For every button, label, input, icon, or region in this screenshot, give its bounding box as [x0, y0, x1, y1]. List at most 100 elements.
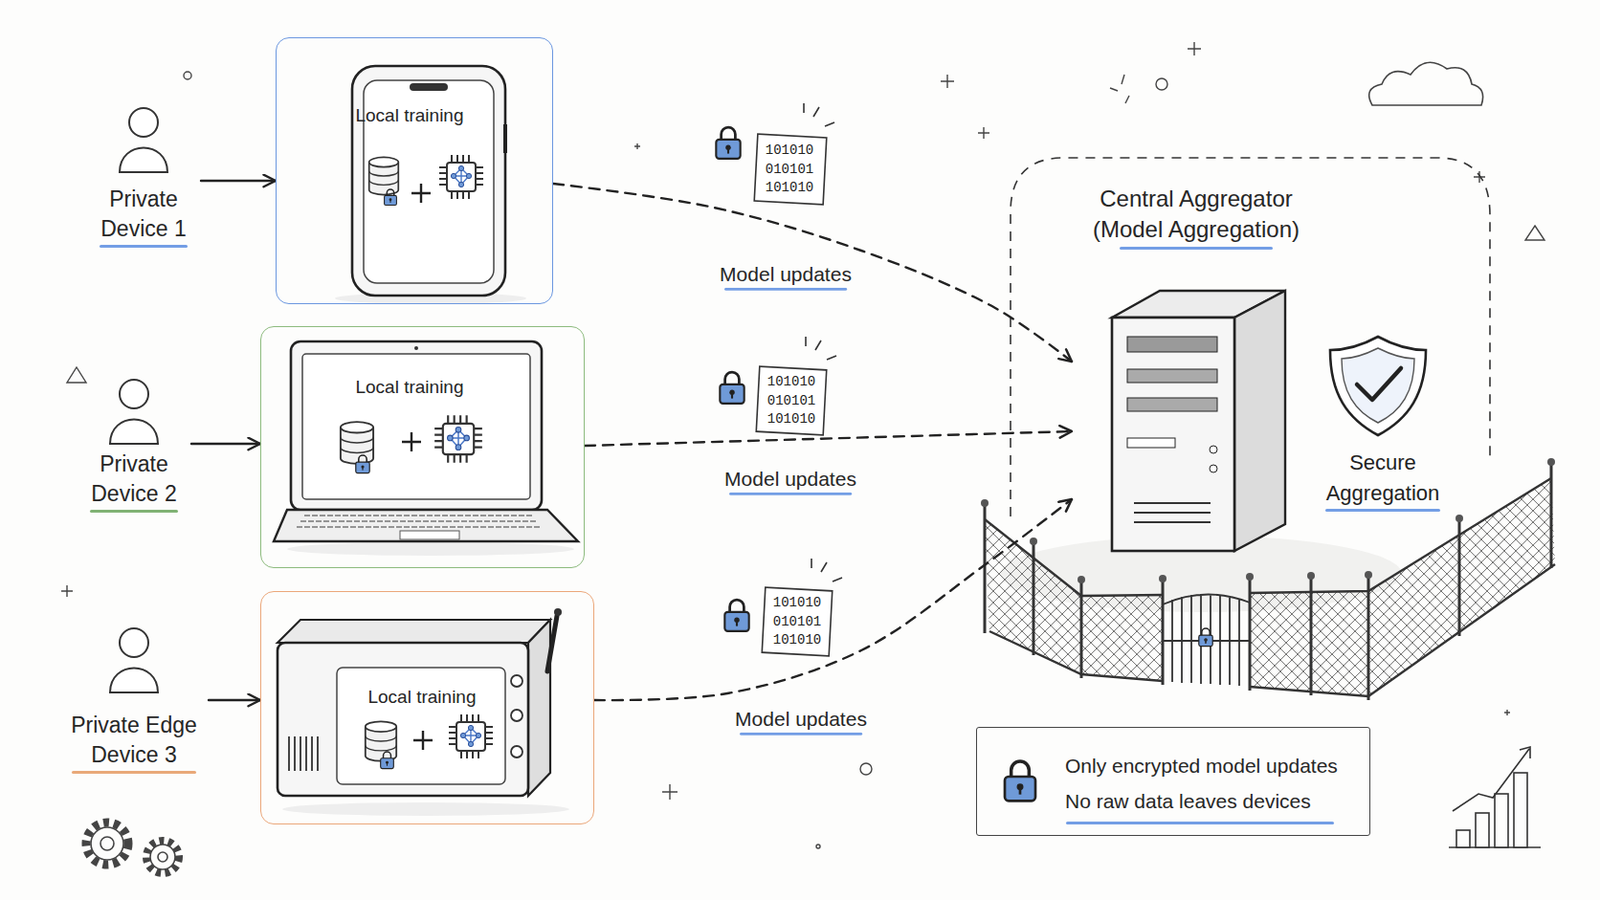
- lock-icon: [355, 455, 370, 474]
- secure-aggregation-label: Secure Aggregation: [1311, 447, 1455, 510]
- underline: [1119, 246, 1273, 250]
- fence-net: [1249, 591, 1369, 697]
- node-text: Private Edge Device 3: [62, 711, 206, 771]
- shadow: [282, 802, 570, 817]
- dashed-arrow: [584, 431, 1072, 446]
- fence-rail: [984, 478, 1552, 597]
- server-front: [1111, 317, 1235, 552]
- connectors: [191, 180, 1072, 701]
- dashed-arrow: [553, 183, 1072, 362]
- check-mark: [1356, 368, 1401, 400]
- spark-lines: [811, 558, 843, 582]
- note-lock: [1004, 761, 1036, 801]
- post-cap: [1455, 514, 1464, 523]
- drive-slot: [1127, 336, 1218, 353]
- gear: [146, 841, 179, 874]
- node-text: Local training: [345, 685, 499, 711]
- trend-arrow: [1452, 747, 1531, 812]
- gear: [90, 827, 124, 861]
- dot: [1155, 78, 1168, 90]
- phone-button: [503, 124, 508, 154]
- chip-icon: [434, 415, 483, 464]
- device-front: [277, 643, 529, 797]
- label-wrap: 101010 010101 101010: [761, 141, 818, 199]
- lock-icon: [380, 752, 395, 770]
- edge-label-wrap: Model updates: [715, 261, 856, 289]
- decorations: [61, 42, 1545, 849]
- database-icon: [365, 721, 397, 761]
- dashed-arrow: [594, 499, 1072, 701]
- edge-label: Model updates: [720, 466, 861, 493]
- edge-label: Model updates: [731, 706, 871, 734]
- vent: [288, 736, 318, 772]
- edge-label: Model updates: [715, 261, 856, 289]
- edge-device: [277, 608, 570, 817]
- post-cap: [1245, 573, 1254, 581]
- plus-sign: [413, 731, 433, 751]
- laptop-base: [273, 510, 578, 542]
- edge-label-wrap: Model updates: [731, 706, 871, 734]
- lock-icon: [384, 189, 398, 206]
- dot: [816, 844, 821, 849]
- person-node: Private Edge Device 3: [59, 622, 209, 781]
- server-vent: [1133, 503, 1211, 523]
- gears: [86, 822, 179, 874]
- underline: [89, 510, 178, 513]
- cloud: [1369, 62, 1484, 106]
- underline: [1066, 822, 1334, 825]
- post-cap: [1364, 571, 1373, 579]
- person-head: [119, 379, 149, 409]
- device-box: Local training: [260, 326, 585, 569]
- shield: [1341, 348, 1415, 423]
- arrow: [208, 699, 261, 702]
- server-led: [1209, 465, 1218, 473]
- note-box: Only encrypted model updates No raw data…: [976, 727, 1371, 837]
- gear: [157, 852, 168, 863]
- device-box: Local training: [260, 591, 595, 825]
- data-sheet: [761, 587, 832, 657]
- laptop-screen: [302, 354, 531, 500]
- underline: [1325, 509, 1441, 512]
- update-packets: [715, 103, 843, 657]
- chip-icon: [439, 155, 484, 200]
- triangle: [66, 225, 1545, 383]
- gate-lock: [1199, 628, 1213, 647]
- post-cap: [1158, 575, 1167, 583]
- trackpad: [400, 531, 460, 540]
- gear: [150, 844, 176, 870]
- chart-bar: [1494, 794, 1509, 848]
- fence-rail: [989, 564, 1556, 697]
- plus-sign: [401, 432, 422, 452]
- knob: [511, 710, 523, 722]
- label-wrap: 101010 010101 101010: [769, 594, 825, 651]
- antenna: [547, 616, 557, 672]
- phone-notch: [409, 83, 448, 91]
- node-text: Private Device 1: [90, 184, 197, 245]
- fence-net: [1081, 595, 1163, 682]
- underline: [724, 288, 847, 291]
- node-text: Only encrypted model updates No raw data…: [1065, 749, 1357, 821]
- chart-bar: [1475, 813, 1489, 848]
- device-top: [277, 620, 551, 644]
- chart-bar: [1513, 773, 1528, 848]
- person-head: [119, 628, 149, 658]
- laptop: [273, 341, 578, 556]
- sparkle: [61, 42, 1511, 800]
- database-icon: [369, 156, 400, 195]
- person-head: [129, 108, 158, 137]
- underline: [99, 244, 188, 248]
- shadow: [287, 542, 575, 556]
- edge-label-wrap: Model updates: [720, 466, 861, 493]
- knob: [511, 675, 523, 688]
- post-cap: [1029, 537, 1038, 546]
- plus-sign: [411, 183, 431, 203]
- aggregator-node: Central Aggregator (Model Aggregation): [1071, 172, 1321, 556]
- person-body: [110, 668, 158, 694]
- fence: [980, 458, 1556, 701]
- person-node: Private Device 2: [76, 373, 192, 520]
- data-sheet: [754, 133, 827, 205]
